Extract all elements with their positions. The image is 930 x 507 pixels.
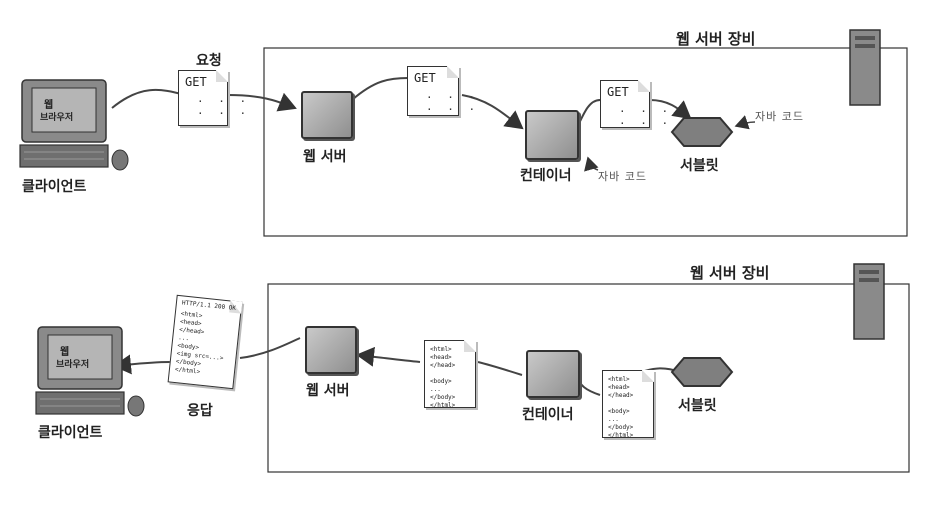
monitor-text-web: 웹 bbox=[44, 100, 54, 111]
computer-icon bbox=[19, 79, 129, 171]
container-label: 컨테이너 bbox=[520, 168, 572, 184]
client-label: 클라이언트 bbox=[22, 179, 87, 195]
response-label: 응답 bbox=[187, 403, 213, 419]
flow-line bbox=[577, 377, 601, 396]
html-code-text: <html> <head> </head> <body> ... </body>… bbox=[430, 346, 456, 409]
document-dots: . . . . . . bbox=[619, 102, 673, 127]
java-code-arrow bbox=[734, 115, 756, 130]
web-server-label: 웹 서버 bbox=[303, 149, 347, 165]
bottom-server-title: 웹 서버 장비 bbox=[690, 264, 770, 282]
flow-line bbox=[227, 92, 297, 112]
servlet-label: 서블릿 bbox=[680, 158, 719, 174]
get-text: GET bbox=[185, 75, 207, 89]
html-code-text: <html> <head> </head> <body> ... </body>… bbox=[608, 376, 634, 439]
monitor-text-web: 웹 bbox=[60, 347, 70, 358]
java-code-note: 자바 코드 bbox=[598, 170, 647, 183]
flow-line bbox=[239, 337, 301, 359]
flow-line bbox=[461, 94, 524, 130]
server-tower-icon bbox=[853, 263, 885, 340]
servlet-hexagon bbox=[670, 117, 734, 147]
client-label: 클라이언트 bbox=[38, 425, 103, 441]
top-server-title: 웹 서버 장비 bbox=[676, 30, 756, 48]
flow-line bbox=[113, 354, 171, 375]
http-response-document: HTTP/1.1 200 OK <html> <head> </head> ..… bbox=[167, 294, 243, 390]
get-request-document: GET . . . . . . bbox=[600, 80, 668, 128]
html-document: <html> <head> </head> <body> ... </body>… bbox=[424, 340, 476, 409]
container-box bbox=[526, 350, 580, 398]
get-text: GET bbox=[414, 71, 436, 85]
flow-line bbox=[575, 99, 601, 131]
container-label: 컨테이너 bbox=[522, 407, 574, 423]
flow-line bbox=[649, 99, 692, 120]
document-dots: . . . . . . bbox=[426, 88, 480, 113]
web-server-box bbox=[301, 91, 353, 139]
request-label: 요청 bbox=[196, 53, 222, 69]
container-box bbox=[525, 110, 579, 160]
computer-icon bbox=[35, 326, 145, 417]
top-server-frame bbox=[263, 47, 908, 237]
response-code-text: <html> <head> </head> ... <body> <img sr… bbox=[174, 310, 224, 376]
servlet-hexagon bbox=[670, 357, 734, 387]
servlet-label: 서블릿 bbox=[678, 398, 717, 414]
monitor-text-browser: 브라우저 bbox=[40, 113, 74, 123]
bottom-server-frame bbox=[267, 283, 910, 473]
document-dots: . . . . . . bbox=[197, 92, 251, 117]
monitor-text-browser: 브라우저 bbox=[56, 360, 90, 370]
flow-line bbox=[356, 346, 421, 367]
flow-line bbox=[111, 88, 186, 109]
java-code-arrow bbox=[584, 156, 599, 172]
html-document: <html> <head> </head> <body> ... </body>… bbox=[602, 370, 654, 439]
java-code-note: 자바 코드 bbox=[755, 110, 804, 123]
flow-line bbox=[477, 361, 523, 376]
get-request-document: GET . . . . . . bbox=[407, 66, 475, 116]
flow-line bbox=[351, 77, 409, 101]
get-request-document: GET . . . . . . bbox=[178, 70, 246, 126]
get-text: GET bbox=[607, 85, 629, 99]
server-tower-icon bbox=[849, 29, 881, 106]
web-server-box bbox=[305, 326, 357, 374]
web-server-label: 웹 서버 bbox=[306, 383, 350, 399]
